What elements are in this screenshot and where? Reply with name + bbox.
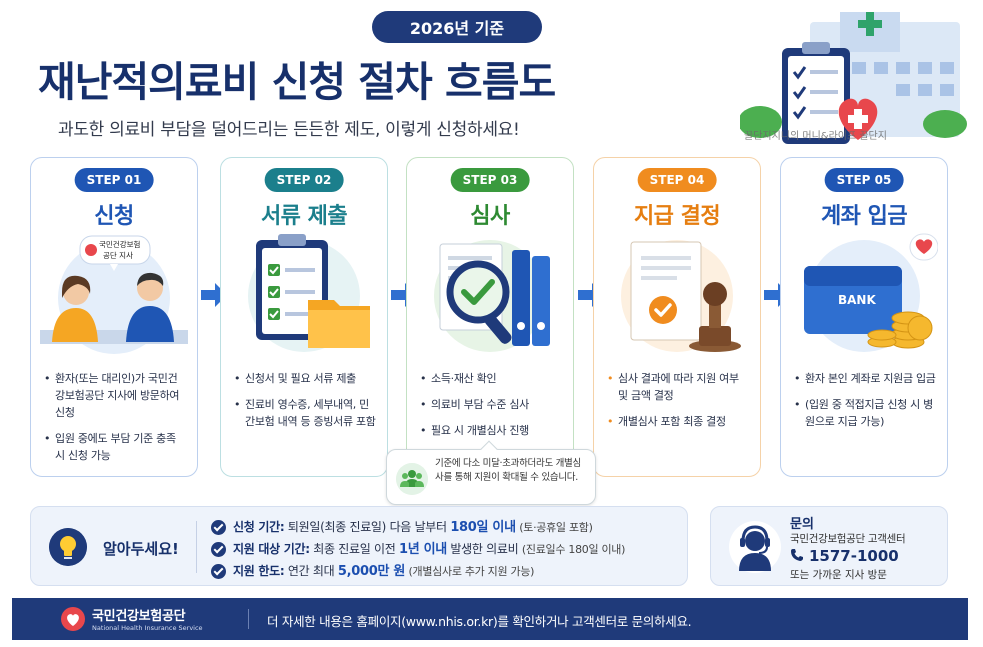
step-1-bullet: 환자(또는 대리인)가 국민건강보험공단 지사에 방문하여 신청 <box>43 370 187 421</box>
step-3-badge: STEP 03 <box>450 168 530 192</box>
step-2-title: 서류 제출 <box>260 204 348 229</box>
step-5-title: 계좌 입금 <box>820 204 908 229</box>
check-circle-icon <box>211 564 226 579</box>
watermark: 꿀단지지니의 머니&라이프 꿀단지 <box>744 131 887 142</box>
step-2-bullet: 진료비 영수증, 세부내역, 민간보험 내역 등 증빙서류 포함 <box>233 396 377 430</box>
office-sign-line2: 공단 지사 <box>103 250 133 260</box>
footer-org-name: 국민건강보험공단 <box>92 609 186 624</box>
note-text: 기준에 다소 미달·초과하더라도 개별심사를 통해 지원이 확대될 수 있습니다… <box>435 458 581 483</box>
check-circle-icon <box>211 542 226 557</box>
contact-title: 문의 <box>790 517 814 532</box>
call-center-agent-icon <box>729 521 781 573</box>
step-4-card: STEP 04 지급 결정 심사 결과에 따라 지원 여부 및 금액 결정 개별… <box>593 157 761 477</box>
magnifier-review-illustration <box>434 240 550 352</box>
step-4-badge: STEP 04 <box>637 168 717 192</box>
step-5-bullet: (입원 중 적접지급 신청 시 병원으로 지급 가능) <box>793 396 937 430</box>
bank-sign: BANK <box>838 293 876 307</box>
step-4-title: 지급 결정 <box>633 204 721 229</box>
step-2-badge: STEP 02 <box>264 168 344 192</box>
step-1-bullet: 입원 중에도 부담 기준 충족 시 신청 가능 <box>43 430 187 464</box>
office-sign-line1: 국민건강보험 <box>99 239 140 249</box>
page-subtitle: 과도한 의료비 부담을 덜어드리는 든든한 제도, 이렇게 신청하세요! <box>58 120 520 140</box>
check-circle-icon <box>211 520 226 535</box>
step-1-badge: STEP 01 <box>74 168 154 192</box>
nhis-logo-icon <box>61 607 85 631</box>
notice-row-support-limit: 지원 한도: 연간 최대 5,000만 원 (개별심사로 추가 지원 가능) <box>211 560 625 582</box>
step-2-card: STEP 02 서류 제출 신청서 및 필요 서류 제출 진료비 영수증, 세부… <box>220 157 388 477</box>
individual-review-note: 기준에 다소 미달·초과하더라도 개별심사를 통해 지원이 확대될 수 있습니다… <box>386 440 596 505</box>
step-5-badge: STEP 05 <box>824 168 904 192</box>
step-4-bullet: 심사 결과에 따라 지원 여부 및 금액 결정 <box>606 370 750 404</box>
step-1-card: STEP 01 신청 국민건강보험 공단 지사 환자(또는 대리인)가 국민건강… <box>30 157 198 477</box>
phone-number[interactable]: 1577-1000 <box>790 547 899 565</box>
step-3-title: 심사 <box>470 204 510 229</box>
notice-panel: 알아두세요! 신청 기간: 퇴원일(최종 진료일) 다음 날부터 180일 이내… <box>30 506 688 586</box>
step-2-bullet: 신청서 및 필요 서류 제출 <box>233 370 377 387</box>
notice-row-application-period: 신청 기간: 퇴원일(최종 진료일) 다음 날부터 180일 이내 (토·공휴일… <box>211 516 625 538</box>
notice-list: 신청 기간: 퇴원일(최종 진료일) 다음 날부터 180일 이내 (토·공휴일… <box>211 516 625 582</box>
step-3-bullets: 소득·재산 확인 의료비 부담 수준 심사 필요 시 개별심사 진행 <box>419 370 563 448</box>
consultation-illustration: 국민건강보험 공단 지사 <box>40 235 188 354</box>
step-3-bullet: 의료비 부담 수준 심사 <box>419 396 563 413</box>
step-3-card: STEP 03 심사 소득·재산 확인 의료비 부담 수준 심사 필요 시 개별… <box>406 157 574 477</box>
bank-coins-illustration: BANK <box>804 233 938 352</box>
step-4-bullets: 심사 결과에 따라 지원 여부 및 금액 결정 개별심사 포함 최종 결정 <box>606 370 750 439</box>
contact-panel: 문의 국민건강보험공단 고객센터 1577-1000 또는 가까운 지사 방문 <box>710 506 948 586</box>
footer-message: 더 자세한 내용은 홈페이지(www.nhis.or.kr)를 확인하거나 고객… <box>267 614 692 629</box>
approval-stamp-illustration <box>621 240 741 352</box>
step-5-bullet: 환자 본인 계좌로 지원금 입금 <box>793 370 937 387</box>
lightbulb-icon <box>49 528 87 566</box>
step-4-bullet: 개별심사 포함 최종 결정 <box>606 413 750 430</box>
footer-bar: 국민건강보험공단 National Health Insurance Servi… <box>12 598 968 640</box>
clipboard-folder-illustration <box>248 234 370 352</box>
notice-label: 알아두세요! <box>103 540 179 558</box>
notice-row-coverage-period: 지원 대상 기간: 최종 진료일 이전 1년 이내 발생한 의료비 (진료일수 … <box>211 538 625 560</box>
step-3-bullet: 필요 시 개별심사 진행 <box>419 422 563 439</box>
step-2-bullets: 신청서 및 필요 서류 제출 진료비 영수증, 세부내역, 민간보험 내역 등 … <box>233 370 377 439</box>
people-group-icon <box>396 463 428 495</box>
footer-org-name-en: National Health Insurance Service <box>92 624 203 632</box>
contact-org: 국민건강보험공단 고객센터 <box>790 533 906 545</box>
step-5-bullets: 환자 본인 계좌로 지원금 입금 (입원 중 적접지급 신청 시 병원으로 지급… <box>793 370 937 439</box>
step-5-card: STEP 05 계좌 입금 BANK 환자 본인 계좌로 지원금 입금 (입원 … <box>780 157 948 477</box>
page-title: 재난적의료비 신청 절차 흐름도 <box>38 58 556 106</box>
step-3-bullet: 소득·재산 확인 <box>419 370 563 387</box>
hospital-checklist-illustration <box>740 12 967 144</box>
step-1-title: 신청 <box>94 204 134 229</box>
phone-icon <box>791 549 803 561</box>
contact-note: 또는 가까운 지사 방문 <box>790 569 887 581</box>
year-badge: 2026년 기준 <box>372 11 542 43</box>
step-1-bullets: 환자(또는 대리인)가 국민건강보험공단 지사에 방문하여 신청 입원 중에도 … <box>43 370 187 473</box>
